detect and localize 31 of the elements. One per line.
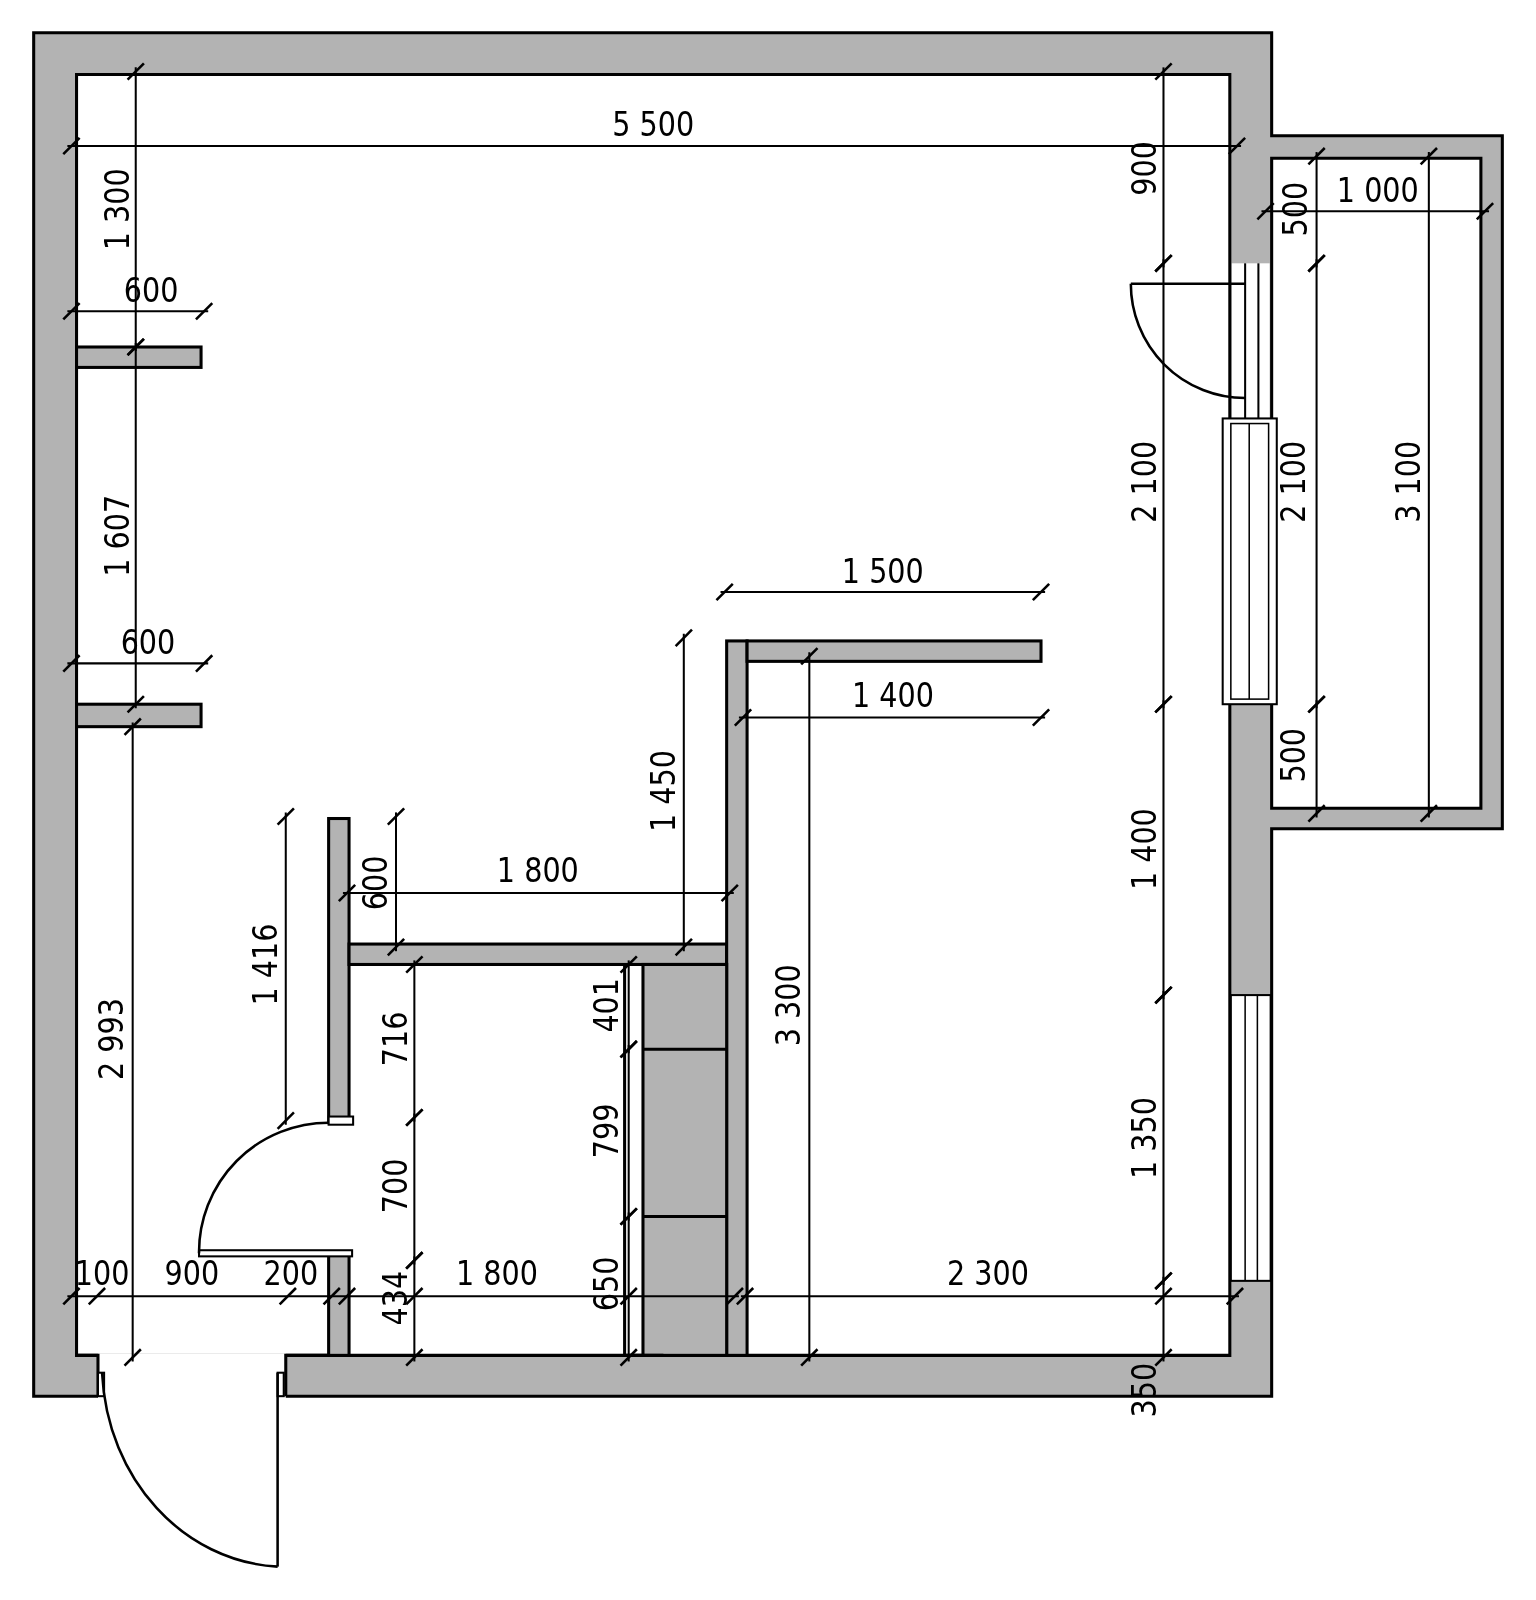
dimension-label: 716 [378,1011,414,1067]
dimension-label: 2 300 [946,1256,1029,1292]
dimension-label: 1 500 [841,554,924,589]
dimension-label: 650 [589,1256,625,1312]
dimension-label: 1 350 [1127,1097,1163,1179]
dimension-label: 1 000 [1336,173,1419,209]
dimension-label: 100 [74,1256,130,1292]
dimension-label: 3 100 [1391,440,1426,523]
dimension-label: 600 [358,855,393,911]
dimension-label: 434 [378,1270,414,1326]
dimension-label: 3 300 [771,964,807,1047]
dimension-label: 1 450 [646,750,681,832]
dimension-label: 700 [378,1158,414,1214]
dimension-label: 1 800 [496,853,579,888]
dimension-label: 500 [1276,727,1312,783]
dimension-label: 5 500 [612,107,695,142]
dimension-label: 900 [164,1256,220,1292]
dimension-label: 1 400 [1127,808,1163,891]
dimension-label: 1 800 [456,1256,538,1292]
dimension-label: 350 [1127,1362,1163,1418]
dimension-label: 799 [589,1103,625,1159]
dimension-label: 2 100 [1276,440,1312,523]
dimension-label: 401 [589,977,625,1033]
dimension-label: 200 [263,1256,319,1292]
dimension-label: 1 416 [248,923,283,1006]
dimension-label: 1 607 [100,494,135,577]
dimension-label: 1 300 [100,168,135,251]
dimension-label: 2 993 [94,998,130,1080]
dimension-label: 500 [1278,181,1314,237]
dimension-label: 1 400 [852,678,934,714]
dimension-label: 2 100 [1127,440,1163,523]
